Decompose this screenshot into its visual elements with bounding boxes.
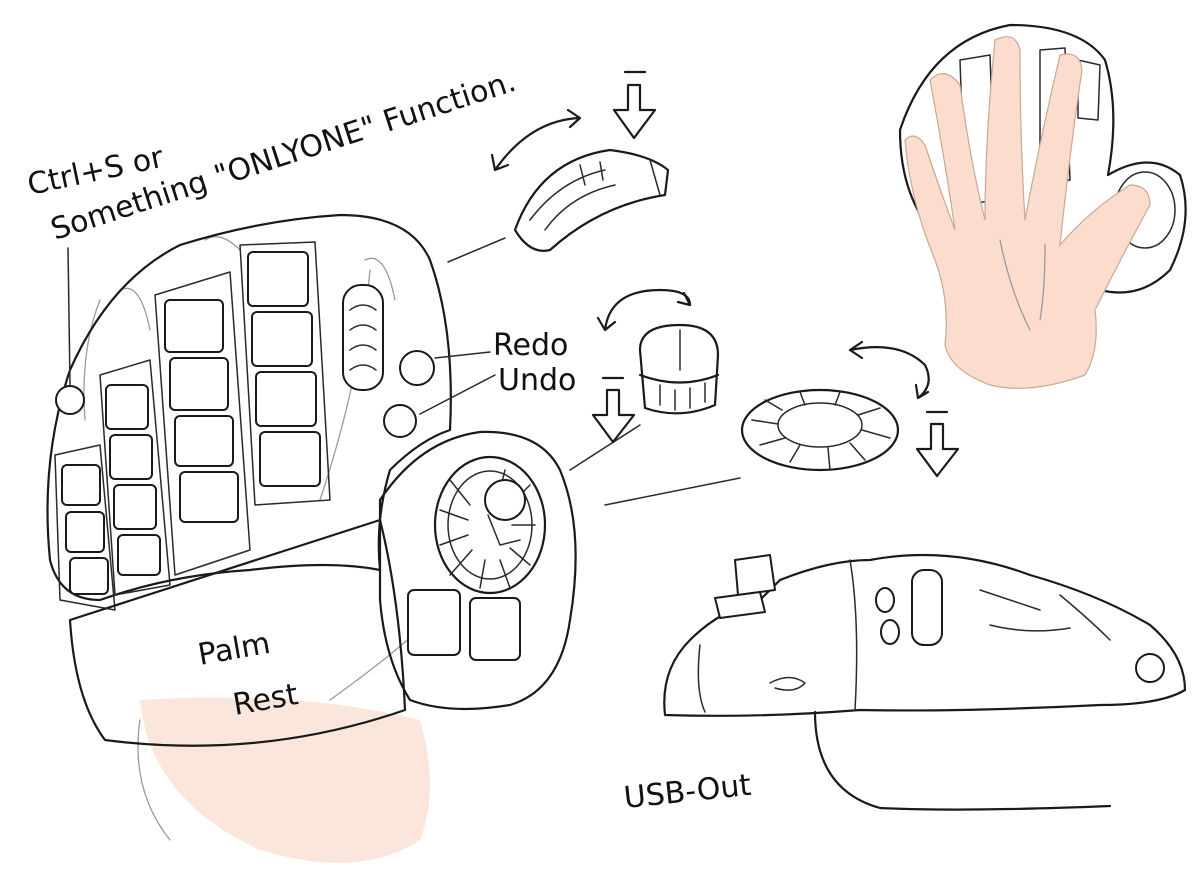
side-view-button-a	[875, 587, 895, 613]
hand-on-device-illustration	[898, 23, 1187, 389]
roller-detail	[490, 70, 670, 252]
thumb-key-right	[469, 597, 521, 661]
leader-undo	[419, 374, 496, 415]
rotate-arrow-ring	[848, 340, 930, 400]
undo-label: Undo	[498, 363, 576, 398]
side-view-button-b	[880, 619, 900, 645]
side-view-dial-bump	[734, 554, 776, 596]
leader-roller-detail	[447, 237, 506, 263]
leader-trackball-detail	[604, 477, 741, 506]
ctrl-s-button	[55, 385, 85, 415]
press-arrow-roller-icon	[612, 70, 657, 140]
thumb-key-left	[407, 589, 461, 656]
dial-cylinder	[638, 323, 720, 415]
device-body-outline	[46, 213, 452, 602]
side-view-scroll	[911, 569, 943, 646]
redo-label: Redo	[493, 328, 568, 363]
trackball-dial	[433, 455, 547, 595]
key-column-index	[239, 241, 331, 506]
redo-button	[399, 350, 435, 386]
trackball-ring-detail	[740, 340, 960, 478]
dial-detail	[591, 288, 720, 444]
roller-shape	[513, 148, 670, 252]
leader-redo	[434, 351, 491, 359]
side-view-roller-bump	[714, 591, 766, 619]
key-column-ring	[99, 359, 171, 596]
rotate-arrow-roller	[490, 108, 582, 172]
palm-rest-label-line1: Palm	[195, 626, 273, 673]
leader-ctrl-s	[67, 247, 71, 386]
leader-dial-detail	[569, 424, 641, 471]
side-scroll-roller	[342, 284, 384, 391]
side-view	[663, 553, 1187, 811]
press-arrow-dial-icon	[591, 376, 636, 444]
hand-shape	[904, 36, 1151, 389]
main-device-top-view	[46, 213, 577, 863]
device-right-lobe	[378, 430, 577, 711]
undo-button	[383, 404, 417, 438]
palm-shading	[140, 697, 430, 863]
usb-out-label: USB-Out	[622, 768, 753, 816]
usb-cable	[813, 710, 1112, 811]
ring-outer	[740, 388, 900, 472]
press-arrow-ring-icon	[915, 410, 960, 478]
key-column-pinky	[54, 444, 116, 611]
palm-rest	[68, 518, 407, 747]
side-view-thumb-button	[1135, 653, 1165, 683]
key-column-middle	[154, 271, 251, 576]
rotate-arrow-dial	[596, 288, 692, 332]
